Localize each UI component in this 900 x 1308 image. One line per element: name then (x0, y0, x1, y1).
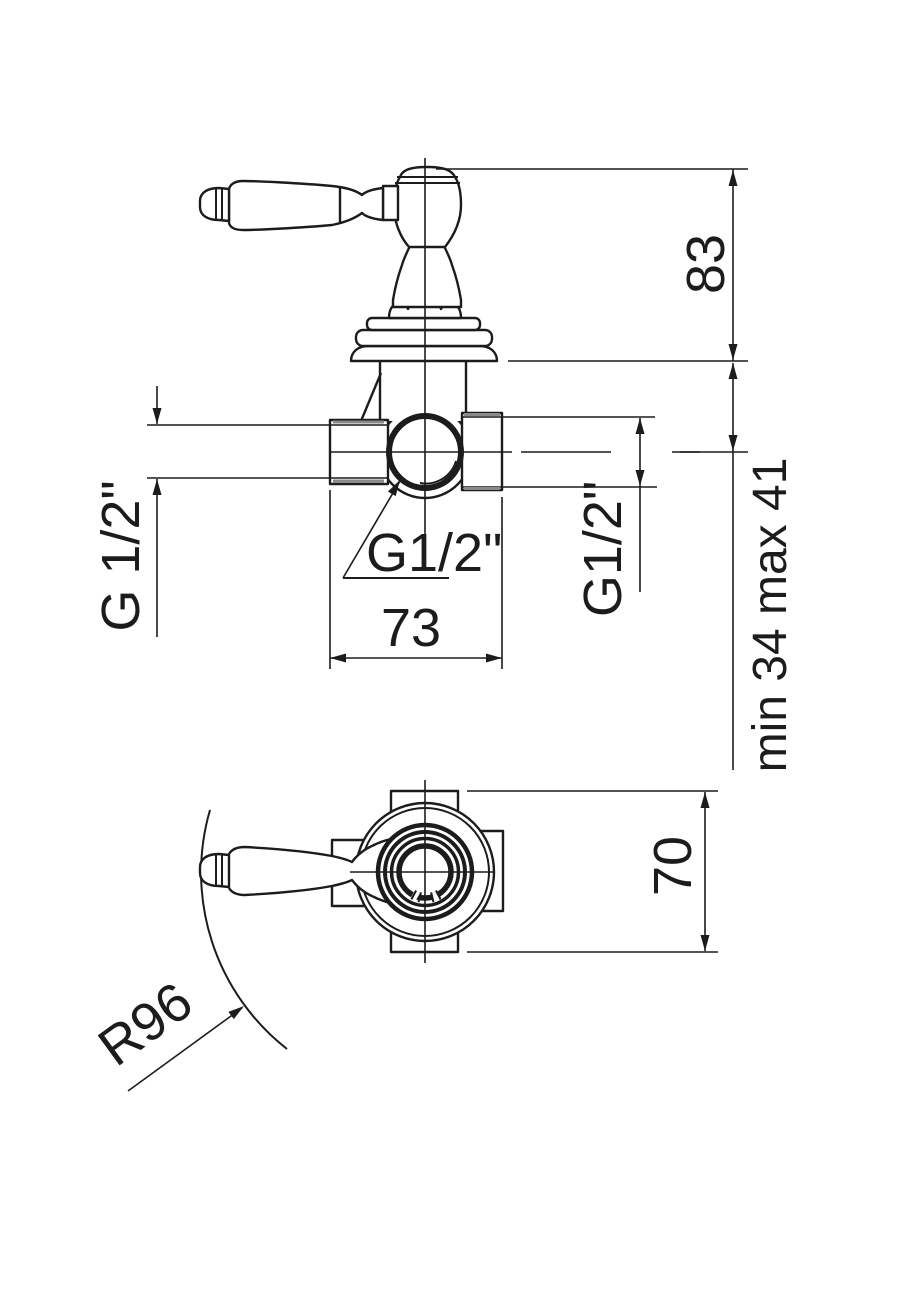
leader-g12-center: G1/2" (342, 480, 502, 583)
handle-hub-ball (392, 165, 463, 249)
dim-73: 73 (329, 490, 503, 669)
handle-lever (227, 179, 385, 232)
dim-83-label: 83 (676, 234, 736, 294)
body-chamfer-line (359, 372, 383, 422)
bonnet-cylinder (380, 360, 466, 421)
leader-r96: R96 (88, 971, 244, 1092)
knob-detail-lines (215, 188, 223, 221)
thread-shading-left (333, 420, 384, 483)
dim-70-label: 70 (643, 836, 703, 896)
handle-knob (198, 186, 231, 223)
swing-arc (200, 809, 288, 1050)
flange-ring-upper (365, 316, 482, 332)
thread-shading-right (464, 413, 500, 490)
c-ring-notches (410, 890, 442, 903)
dim-depth-label: min 34 max 41 (744, 458, 797, 773)
dim-g12-right: G1/2" (573, 418, 645, 617)
handle-lever-top (229, 839, 391, 903)
dim-73-label: 73 (381, 598, 441, 658)
flange-ring-lower (354, 328, 494, 348)
dim-70: 70 (467, 790, 718, 953)
center-port-label: G1/2" (366, 523, 502, 583)
left-port-thread-lines (147, 424, 388, 479)
dim-depth-min-max: min 34 max 41 (680, 363, 797, 772)
flange-dish (349, 344, 499, 363)
radius-label: R96 (88, 971, 203, 1078)
dim-83: 83 (436, 168, 748, 362)
side-view-figure: 83 min 34 max 41 G1/2" G 1/2" 73 (91, 158, 797, 772)
top-view-figure: 70 R96 (88, 780, 718, 1092)
right-port-label: G1/2" (573, 481, 633, 617)
hub-cap-lines (395, 176, 460, 184)
bonnet-bell (391, 244, 463, 309)
handle-knob-top (198, 852, 231, 889)
knob-detail-lines-top (215, 854, 223, 887)
left-port-label: G 1/2" (91, 480, 151, 631)
handle-collar (381, 184, 400, 222)
dim-g12-left: G 1/2" (91, 386, 162, 637)
